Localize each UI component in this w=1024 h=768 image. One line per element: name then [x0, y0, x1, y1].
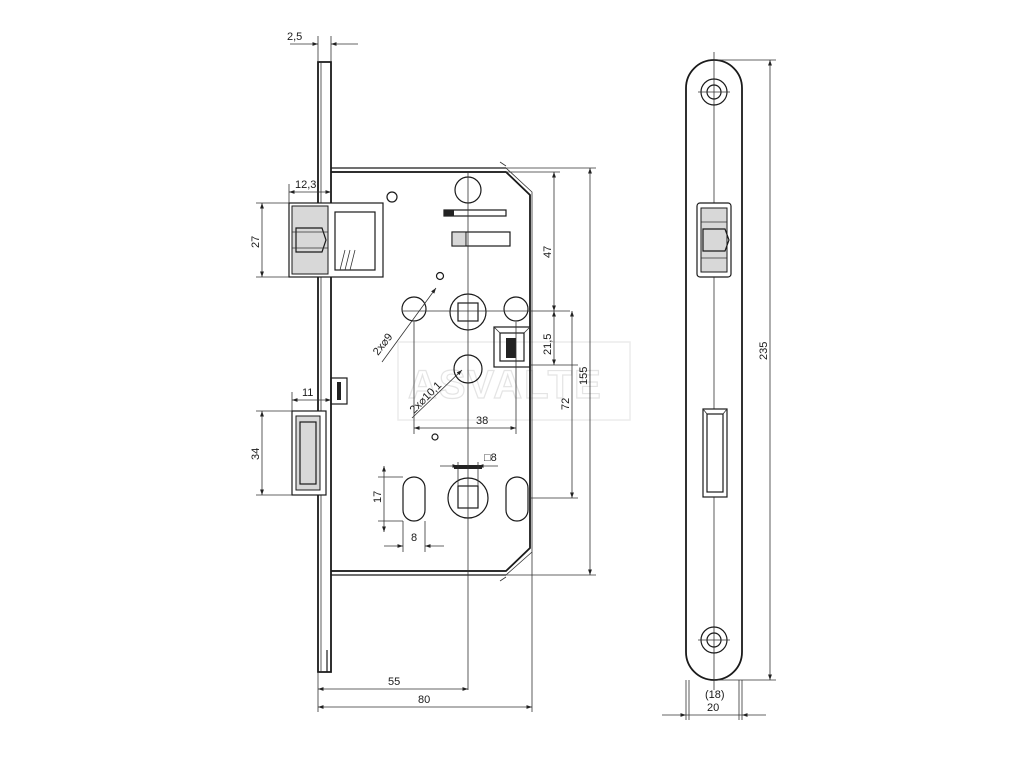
dim-bolt-height: 34	[250, 448, 262, 460]
dim-handle-to-key: 72	[560, 398, 572, 410]
lock-case	[331, 171, 531, 572]
key-slot-left	[402, 476, 426, 522]
bolt-housing	[493, 326, 531, 368]
dead-bolt	[291, 410, 327, 496]
dimensions-side-view: 2,5 12,3 27 11 34 47 21,5 72	[250, 31, 596, 712]
dim-square-spindle: □8	[484, 452, 497, 464]
faceplate-side	[317, 61, 332, 673]
dim-latch-height: 27	[250, 236, 262, 248]
screw-hole-left	[401, 296, 427, 322]
dim-case-depth: 80	[418, 694, 430, 706]
dim-hole-spacing: 21,5	[542, 334, 554, 355]
dim-screw-holes: 2x⌀9	[371, 331, 395, 358]
pin-hole	[386, 191, 398, 203]
latch-bolt	[288, 202, 384, 278]
faceplate-front-view: 235 (18) 20	[662, 52, 776, 720]
screw-hole-right	[503, 296, 529, 322]
pin-hole	[435, 271, 445, 281]
dim-slot-width: 8	[411, 532, 417, 544]
key-slot-right	[505, 476, 529, 522]
dim-hole-distance: 38	[476, 415, 488, 427]
dim-latch-projection: 12,3	[295, 179, 316, 191]
dim-faceplate-width: 20	[707, 702, 719, 714]
dim-faceplate-thickness: 2,5	[287, 31, 302, 43]
auxiliary-latch	[330, 377, 348, 405]
bolt-opening-front	[702, 408, 728, 498]
lock-body-side-view	[288, 61, 570, 690]
dim-faceplate-length: 235	[758, 342, 770, 360]
dim-backset: 55	[388, 676, 400, 688]
dim-center-to-top-hole: 47	[542, 246, 554, 258]
watermark-text: ASVALTE	[408, 363, 603, 407]
latch-opening-front	[696, 202, 732, 278]
dim-bolt-projection: 11	[302, 387, 313, 399]
dim-faceplate-inner-width: (18)	[705, 689, 725, 701]
dim-case-height: 155	[578, 367, 590, 385]
dim-slot-length: 17	[372, 491, 384, 503]
pin-hole	[431, 433, 439, 441]
